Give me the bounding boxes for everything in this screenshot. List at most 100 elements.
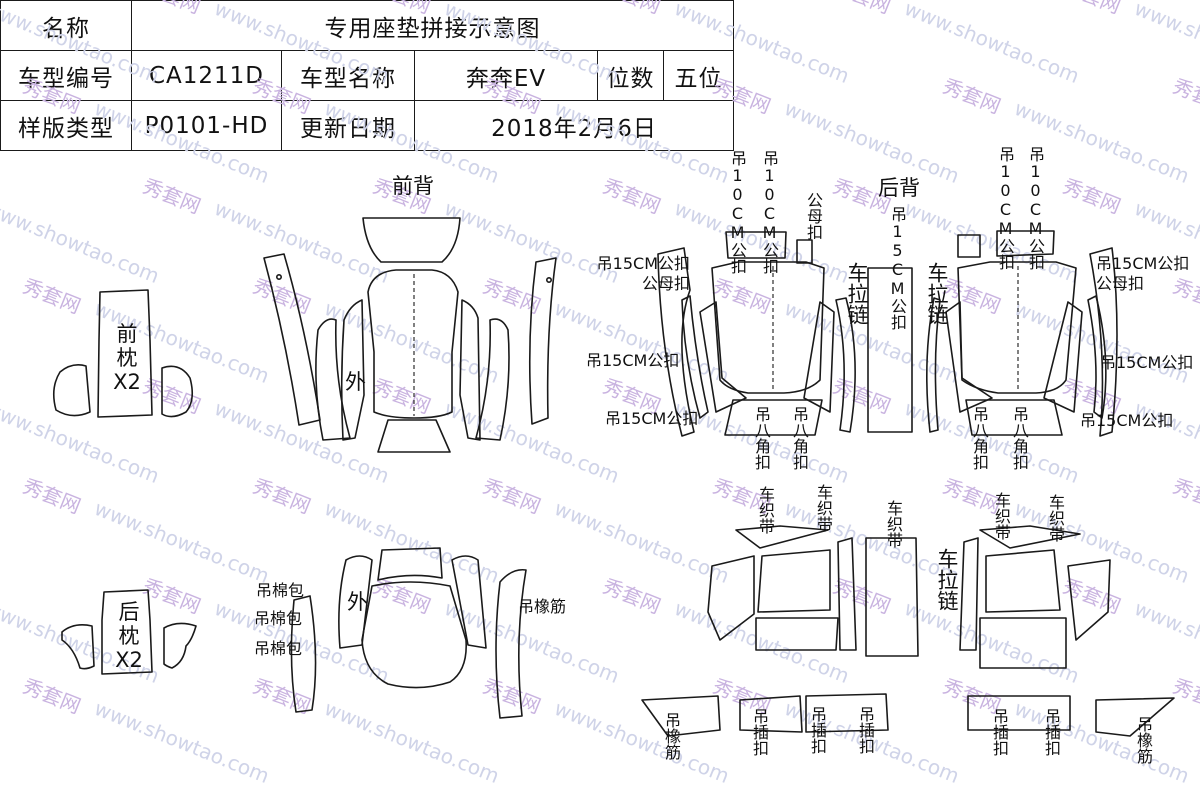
rear-tab-piece-c <box>957 234 981 258</box>
front-back-title: 前背 <box>392 174 434 198</box>
hang-insert-buckle-label-c: 吊插扣 <box>856 706 875 754</box>
model-name-value: 奔奔EV <box>414 50 598 101</box>
male-female-buckle-label: 公母扣 <box>804 192 823 240</box>
rear-left-back-center-panel <box>711 261 825 394</box>
rear-cushion-left-center-panel <box>757 549 831 613</box>
car-webbing-label-a: 车织带 <box>756 486 775 534</box>
front-cushion-left-side <box>338 555 373 649</box>
bottom-rubber-strip-left <box>641 695 721 737</box>
car-webbing-label-c: 车织带 <box>884 500 903 548</box>
template-type-label: 样版类型 <box>0 100 132 151</box>
front-back-mid-left-strip <box>315 318 351 441</box>
hang-15cm-male-female-right: 吊15CM公扣公母扣 <box>1096 254 1190 293</box>
front-cushion-right-side <box>451 555 487 649</box>
rear-left-back-right-frame <box>803 301 835 413</box>
bottom-insert-strip-a <box>739 695 803 733</box>
car-zipper-label-left: 车拉链 <box>845 262 869 325</box>
hang-octagon-label-b: 吊八角扣 <box>790 406 809 470</box>
front-cushion-center-panel <box>361 581 467 689</box>
front-pillow-label: 前枕X2 <box>113 322 141 394</box>
rear-tab-piece-b <box>796 239 813 264</box>
rear-cushion-left-strip <box>837 537 857 651</box>
front-back-bottom-piece <box>377 419 451 453</box>
rear-tab-piece-a <box>725 231 787 259</box>
name-value: 专用座垫拼接示意图 <box>131 0 734 51</box>
hang-insert-buckle-label-b: 吊插扣 <box>808 706 827 754</box>
hang-rubber-band-label-cushion: 吊橡筋 <box>518 597 567 616</box>
rear-left-bottom-piece <box>724 399 823 436</box>
rear-cushion-right-bottom-panel <box>979 617 1067 669</box>
bottom-insert-strip-b <box>805 693 889 733</box>
front-cushion-right-rubber-strip <box>495 568 527 719</box>
rear-back-title: 后背 <box>878 176 920 200</box>
front-back-mid-right-strip <box>475 318 510 441</box>
hang-rubber-band-label-right: 吊橡筋 <box>1134 716 1153 764</box>
template-type-value: P0101-HD <box>131 100 282 151</box>
rear-right-back-center-panel <box>957 261 1077 394</box>
hang-cotton-bag-label-3: 吊棉包 <box>254 639 303 658</box>
hang-cotton-bag-label-2: 吊棉包 <box>254 609 303 628</box>
update-date-label: 更新日期 <box>281 100 415 151</box>
front-headrest-top-piece <box>362 217 461 263</box>
front-back-outer-right-strip <box>528 257 557 425</box>
hang-15cm-label-left-2: 吊15CM公扣 <box>605 409 699 428</box>
rear-pillow-left-side <box>61 624 95 670</box>
front-back-inner-right-strip <box>459 299 481 441</box>
rear-pillow-label: 后枕X2 <box>115 600 143 672</box>
hang-15cm-center-label: 吊15CM公扣 <box>888 206 907 330</box>
hang-rubber-band-label-left: 吊橡筋 <box>662 712 681 760</box>
front-back-center-panel <box>367 269 459 419</box>
rear-cushion-left-webbing-strip <box>865 537 919 657</box>
rear-center-zipper-strip <box>867 267 913 433</box>
rear-right-bottom-piece <box>965 399 1063 436</box>
car-zipper-label-right: 车拉链 <box>925 262 949 325</box>
front-pillow-center-piece <box>97 289 153 418</box>
seats-value: 五位 <box>663 50 734 101</box>
hang-10cm-label-d: 吊10CM公扣 <box>1026 146 1045 270</box>
rear-cushion-left-outer-piece <box>707 555 755 641</box>
hang-10cm-label-b: 吊10CM公扣 <box>760 150 779 274</box>
bottom-insert-strip-c <box>967 695 1071 731</box>
hang-octagon-label-c: 吊八角扣 <box>970 406 989 470</box>
rear-right-back-right-frame <box>1043 301 1083 413</box>
rear-left-outer-strip-3 <box>835 297 856 433</box>
hang-insert-buckle-label-a: 吊插扣 <box>750 708 769 756</box>
name-label: 名称 <box>0 0 132 51</box>
hang-15cm-label-left-1: 吊15CM公扣 <box>586 351 680 370</box>
front-cushion-top-piece <box>377 547 443 581</box>
hang-cotton-bag-label-1: 吊棉包 <box>256 581 305 600</box>
hang-octagon-label-a: 吊八角扣 <box>752 406 771 470</box>
front-back-inner-left-strip <box>340 299 365 441</box>
rear-cushion-right-strip <box>959 537 979 651</box>
rear-tab-piece-d <box>996 230 1055 257</box>
header-table: 名称 专用座垫拼接示意图 车型编号 CA1211D 车型名称 奔奔EV 位数 五… <box>0 0 734 151</box>
car-zipper-label-bottom: 车拉链 <box>935 548 959 611</box>
rear-cushion-right-top-piece <box>979 525 1081 549</box>
car-webbing-label-d: 车织带 <box>992 492 1011 540</box>
hang-15cm-male-female-left: 吊15CM公扣公母扣 <box>596 254 690 293</box>
front-back-right-button-hole <box>545 276 552 283</box>
hang-15cm-label-right-1: 吊15CM公扣 <box>1100 353 1194 372</box>
rear-left-outer-strip-1 <box>681 295 709 419</box>
rear-cushion-right-center-panel <box>985 549 1061 613</box>
front-back-outer-label: 外 <box>345 370 366 394</box>
rear-left-outer-strip-2 <box>657 247 695 437</box>
hang-10cm-label-c: 吊10CM公扣 <box>996 146 1015 270</box>
rear-pillow-right-side <box>163 622 197 669</box>
rear-cushion-left-bottom-panel <box>755 617 839 651</box>
front-pillow-right-side <box>161 365 194 418</box>
front-pillow-left-side <box>52 364 91 417</box>
front-back-left-button-hole <box>275 273 282 280</box>
hang-insert-buckle-label-e: 吊插扣 <box>1042 708 1061 756</box>
bottom-rubber-strip-right <box>1095 697 1175 737</box>
rear-right-outer-strip-2 <box>1089 247 1118 437</box>
rear-pillow-center-piece <box>101 589 153 675</box>
hang-octagon-label-d: 吊八角扣 <box>1010 406 1029 470</box>
car-webbing-label-e: 车织带 <box>1046 494 1065 542</box>
front-back-outer-left-strip <box>263 253 321 426</box>
rear-cushion-left-top-piece <box>735 525 829 549</box>
hang-10cm-label-a: 吊10CM公扣 <box>728 150 747 274</box>
update-date-value: 2018年2月6日 <box>414 100 734 151</box>
rear-right-back-inner-frame <box>945 301 993 413</box>
